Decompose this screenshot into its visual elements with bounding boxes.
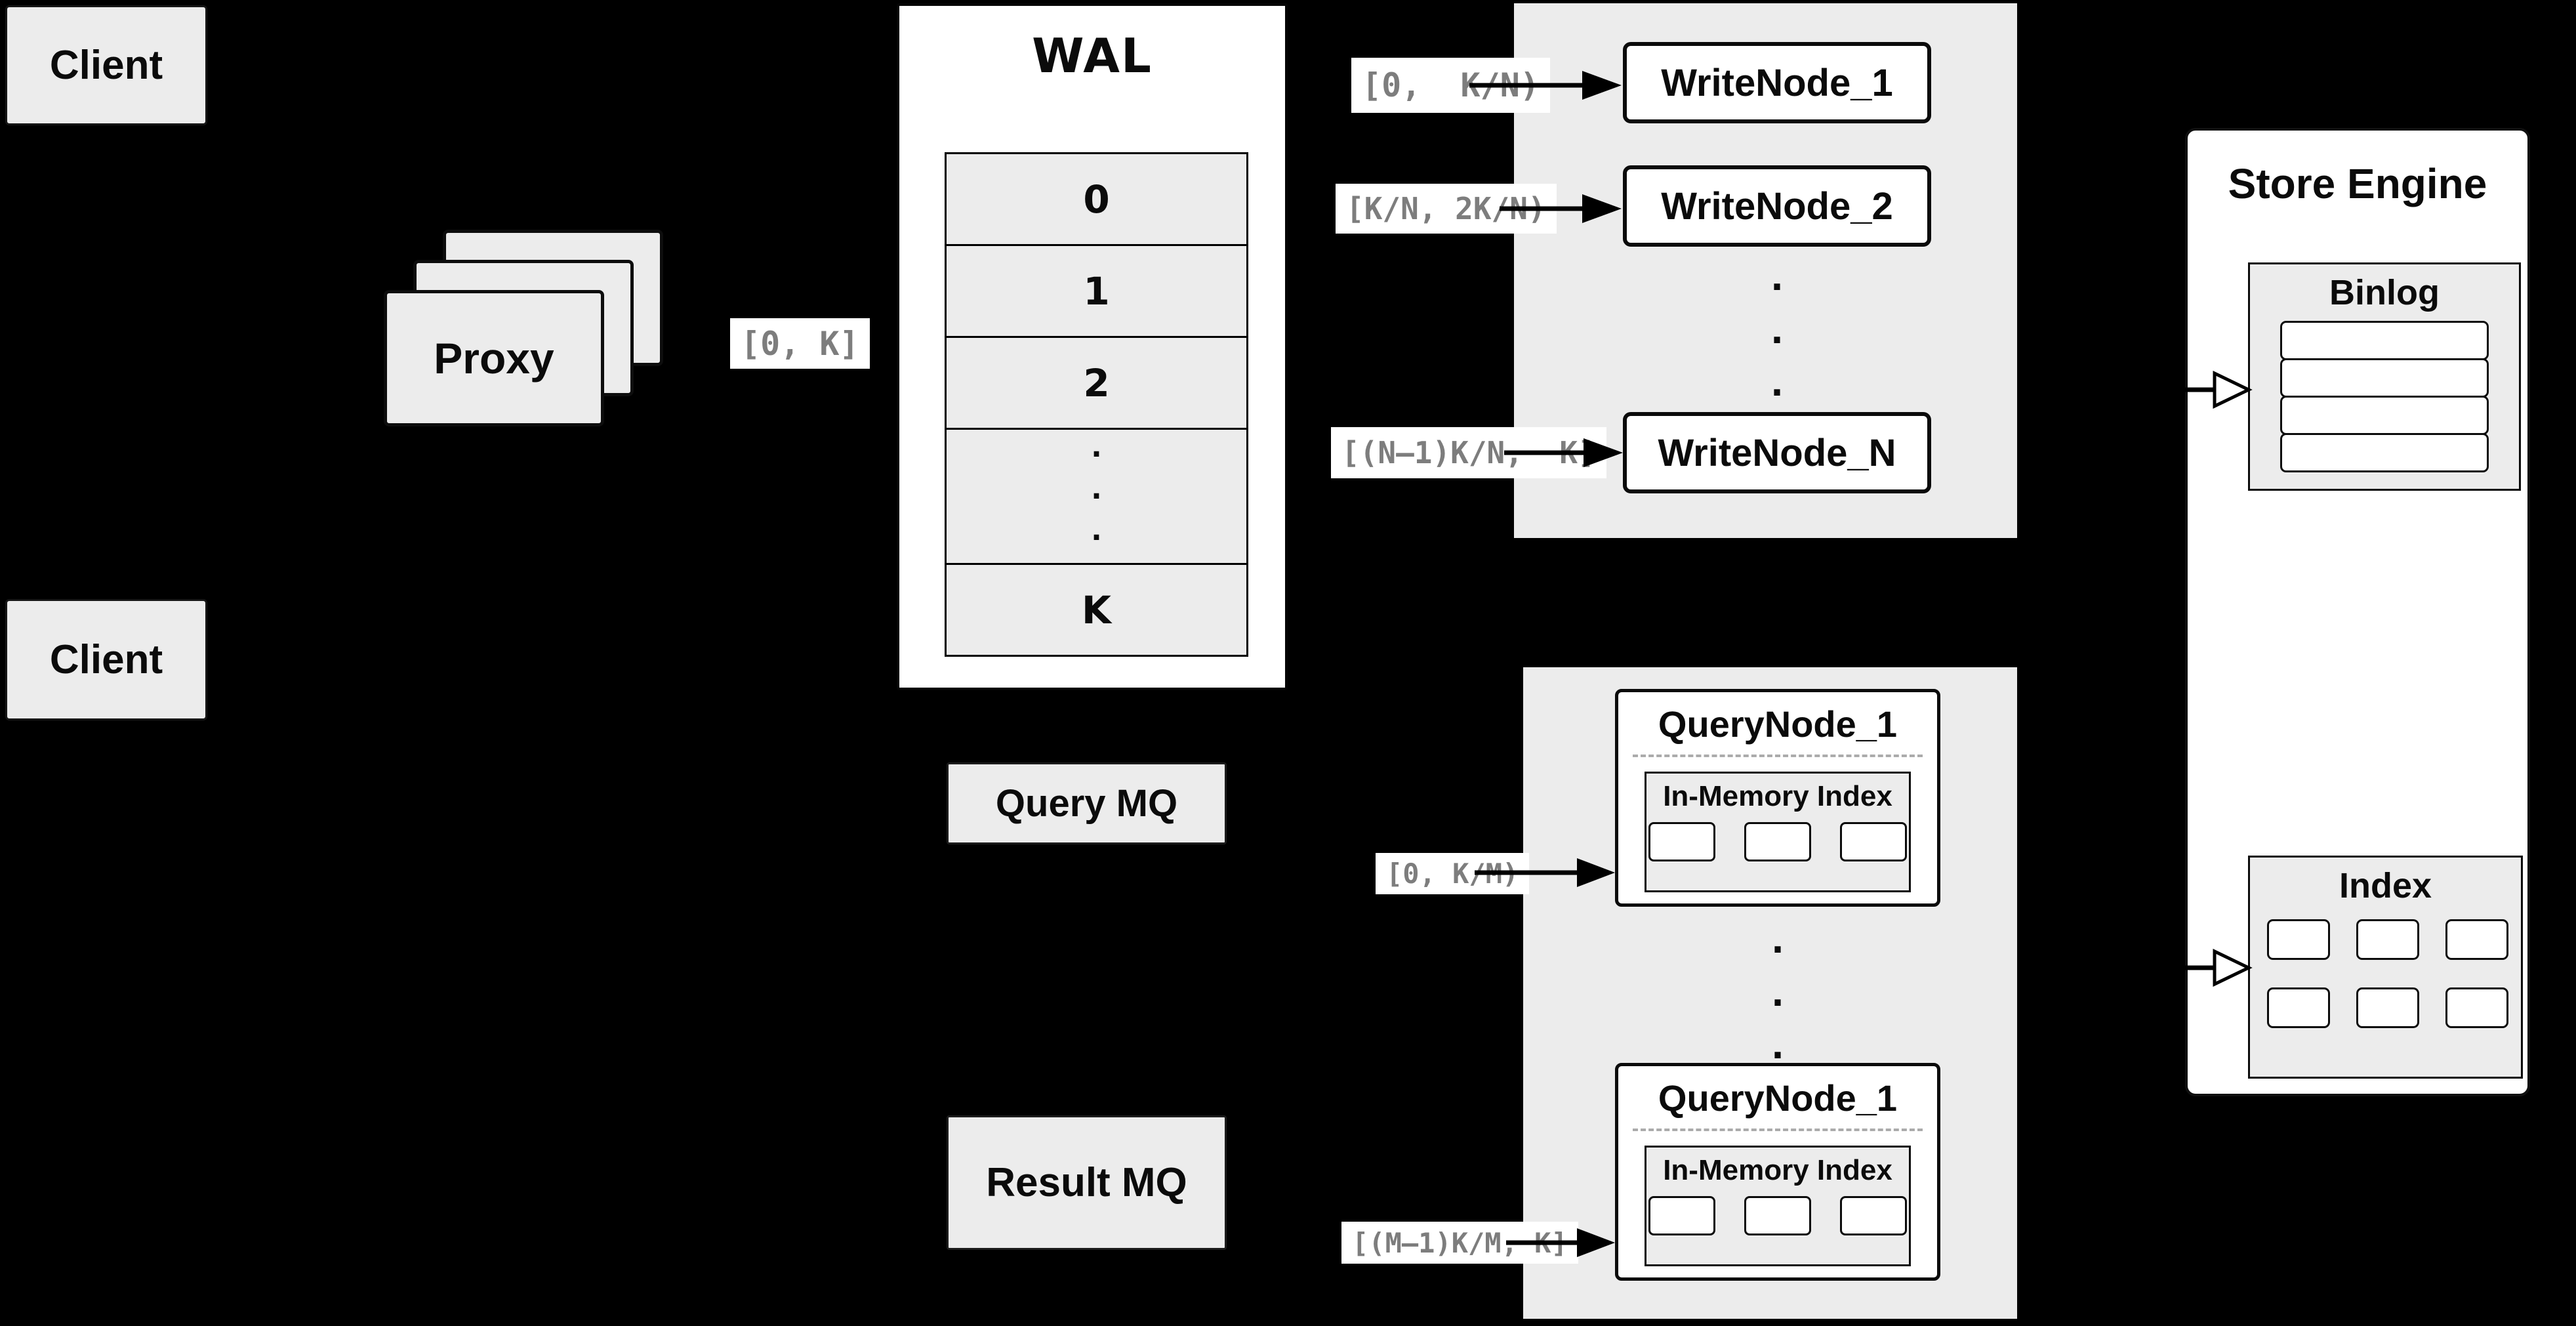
query-node-top-title: QueryNode_1 xyxy=(1658,703,1898,745)
index-box: Index xyxy=(2248,856,2523,1079)
wal-row-k: K xyxy=(947,563,1246,655)
wal-title: WAL xyxy=(1032,28,1153,83)
index-file-chip xyxy=(2266,919,2330,960)
write-node-1-label: WriteNode_1 xyxy=(1661,61,1893,104)
client-top-label: Client xyxy=(49,43,163,88)
wal-table: 0 1 2 · · · K xyxy=(945,152,1248,657)
store-engine-box: Store Engine Binlog Index xyxy=(2185,128,2530,1096)
result-mq-label: Result MQ xyxy=(986,1160,1187,1205)
index-file-chip xyxy=(2356,987,2419,1028)
wal-box: WAL 0 1 2 · · · K xyxy=(897,3,1288,690)
arrow-to-querynode-bottom xyxy=(1506,1228,1615,1257)
index-segment-chip xyxy=(1648,1196,1715,1235)
arrow-to-querynode-top xyxy=(1475,858,1615,887)
index-segment-chip xyxy=(1744,1196,1811,1235)
wal-row-ellipsis: · · · xyxy=(947,428,1246,563)
binlog-row xyxy=(2280,358,2489,398)
binlog-rows xyxy=(2250,321,2519,472)
index-title: Index xyxy=(2339,866,2432,905)
write-node-1: WriteNode_1 xyxy=(1623,42,1931,123)
in-memory-index-top: In-Memory Index xyxy=(1645,772,1911,892)
range-label-proxy: [0, K] xyxy=(730,318,870,369)
index-chips xyxy=(2250,919,2521,1028)
query-node-bottom-separator xyxy=(1633,1129,1923,1131)
index-segment-chip xyxy=(1648,822,1715,861)
client-bottom-label: Client xyxy=(49,637,163,682)
client-node-top: Client xyxy=(5,5,207,125)
arrow-to-index xyxy=(2162,949,2253,987)
proxy-label: Proxy xyxy=(434,334,554,383)
arrow-to-binlog xyxy=(2162,371,2253,409)
result-mq-box: Result MQ xyxy=(947,1115,1227,1250)
index-file-chip xyxy=(2356,919,2419,960)
in-memory-index-bottom: In-Memory Index xyxy=(1645,1146,1911,1266)
arrow-to-writenode-1 xyxy=(1469,71,1622,100)
arrow-to-writenode-2 xyxy=(1500,194,1622,223)
binlog-row xyxy=(2280,433,2489,472)
range-label-query-1: [0, K/M) xyxy=(1376,853,1530,894)
binlog-row xyxy=(2280,396,2489,435)
wal-row-2: 2 xyxy=(947,336,1246,428)
binlog-box: Binlog xyxy=(2248,262,2521,491)
query-mq-box: Query MQ xyxy=(947,762,1227,844)
query-node-top-separator xyxy=(1633,755,1923,757)
write-node-2: WriteNode_2 xyxy=(1623,165,1931,247)
write-node-2-label: WriteNode_2 xyxy=(1661,184,1893,228)
write-node-n-label: WriteNode_N xyxy=(1658,431,1896,474)
query-node-top: QueryNode_1 In-Memory Index xyxy=(1615,689,1940,907)
query-node-ellipsis: · · · xyxy=(1771,930,1784,1076)
in-memory-index-bottom-title: In-Memory Index xyxy=(1663,1154,1892,1186)
index-file-chip xyxy=(2445,919,2508,960)
proxy-card-front: Proxy xyxy=(384,290,604,426)
index-file-chip xyxy=(2445,987,2508,1028)
arrow-to-writenode-n xyxy=(1504,438,1623,467)
index-segment-chip xyxy=(1840,822,1907,861)
wal-row-1: 1 xyxy=(947,244,1246,336)
write-node-n: WriteNode_N xyxy=(1623,412,1931,493)
query-mq-label: Query MQ xyxy=(995,782,1178,825)
write-node-ellipsis: · · · xyxy=(1770,268,1784,413)
index-segment-chip xyxy=(1840,1196,1907,1235)
wal-row-0: 0 xyxy=(947,154,1246,244)
query-node-bottom-title: QueryNode_1 xyxy=(1658,1077,1898,1119)
binlog-title: Binlog xyxy=(2329,273,2440,312)
index-segment-chip xyxy=(1744,822,1811,861)
index-file-chip xyxy=(2266,987,2330,1028)
query-node-bottom: QueryNode_1 In-Memory Index xyxy=(1615,1063,1940,1281)
client-node-bottom: Client xyxy=(5,599,207,720)
binlog-row xyxy=(2280,321,2489,360)
in-memory-index-top-title: In-Memory Index xyxy=(1663,780,1892,812)
store-engine-title: Store Engine xyxy=(2228,160,2487,207)
